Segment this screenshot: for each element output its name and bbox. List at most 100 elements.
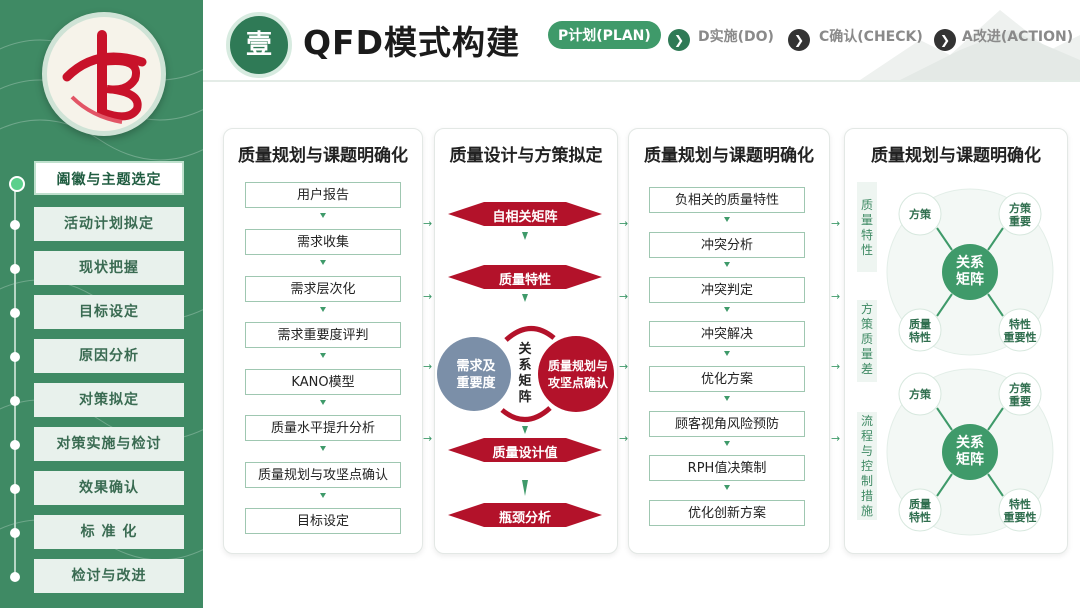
timeline-dot: [10, 220, 20, 230]
step-box: 负相关的质量特性: [649, 187, 805, 213]
arrow-down-icon: [320, 400, 326, 405]
page-title: QFD模式构建: [303, 23, 520, 62]
arrow-right-icon: →: [619, 290, 629, 303]
diamond-label: 质量特性: [498, 273, 551, 288]
matrix-label-bottom-left: 质量 特性: [909, 318, 931, 344]
arrow-right-icon: →: [423, 290, 433, 303]
sidebar-item-implementation[interactable]: 对策实施与检讨: [34, 427, 184, 461]
sidebar-item-effect[interactable]: 效果确认: [34, 471, 184, 505]
sidebar-item-emblem-theme[interactable]: 阖徽与主题选定: [34, 161, 184, 195]
side-label-gap: 方策质量差: [860, 302, 873, 376]
timeline-dot: [10, 396, 20, 406]
diamond-label: 自相关矩阵: [492, 210, 558, 225]
sidebar-item-review[interactable]: 检讨与改进: [34, 559, 184, 593]
timeline-dot: [10, 440, 20, 450]
arrow-down-icon: [320, 213, 326, 218]
step-box: 质量规划与攻坚点确认: [245, 462, 401, 488]
card-title: 质量设计与方策拟定: [449, 146, 603, 166]
arrow-right-icon: →: [619, 432, 629, 445]
chevron-right-icon: ❯: [788, 29, 810, 51]
sidebar-item-cause[interactable]: 原因分析: [34, 339, 184, 373]
diamond-label: 质量设计值: [492, 446, 558, 461]
cycle-right-label: 质量规划与 攻坚点确认: [547, 359, 608, 390]
matrix-center-label: 关系 矩阵: [956, 435, 984, 468]
sidebar-item-standardize[interactable]: 标 准 化: [34, 515, 184, 549]
side-label-bg: [857, 300, 877, 382]
sidebar-item-target[interactable]: 目标设定: [34, 295, 184, 329]
arrow-right-icon: →: [831, 432, 841, 445]
arrow-down-icon: [522, 426, 528, 434]
cycle-arrow-icon: [500, 406, 552, 422]
matrix-label-top-left: 方策: [909, 388, 931, 401]
cycle-arrow-icon: [504, 326, 556, 342]
matrix-label-top-left: 方策: [909, 208, 931, 221]
arrow-down-icon: [320, 353, 326, 358]
sidebar-item-plan[interactable]: 活动计划拟定: [34, 207, 184, 241]
side-label-bg: [857, 412, 877, 520]
arrow-right-icon: →: [831, 290, 841, 303]
arrow-right-icon: →: [619, 360, 629, 373]
step-box: 需求收集: [245, 229, 401, 255]
timeline-dot: [10, 528, 20, 538]
mountain-decoration: [860, 10, 1080, 80]
arrow-right-icon: →: [423, 217, 433, 230]
arrow-down-icon: [724, 307, 730, 312]
arrow-down-icon: [724, 396, 730, 401]
arrow-right-icon: →: [423, 432, 433, 445]
stage-action[interactable]: A改进(ACTION): [962, 29, 1074, 45]
step-box: 需求层次化: [245, 276, 401, 302]
stage-plan[interactable]: P计划(PLAN): [548, 21, 661, 49]
step-box: 目标设定: [245, 508, 401, 534]
step-box: 质量水平提升分析: [245, 415, 401, 441]
step-box: RPH值决策制: [649, 455, 805, 481]
planning-circle: [538, 336, 614, 412]
chevron-right-icon: ❯: [668, 29, 690, 51]
arrow-down-icon: [320, 260, 326, 265]
stage-check[interactable]: C确认(CHECK): [819, 29, 923, 45]
diamond-shape: [448, 265, 602, 289]
arrow-down-icon: [320, 446, 326, 451]
cycle-left-label: 需求及 重要度: [456, 359, 496, 391]
step-box: 用户报告: [245, 182, 401, 208]
step-box: 优化创新方案: [649, 500, 805, 526]
arrow-right-icon: →: [831, 360, 841, 373]
arrow-down-icon: [522, 294, 528, 302]
header-divider: [203, 80, 1080, 82]
stage-do[interactable]: D实施(DO): [698, 29, 774, 45]
arrow-down-icon: [320, 307, 326, 312]
diamond-shape: [448, 202, 602, 226]
matrix-label-bottom-left: 质量 特性: [909, 498, 931, 524]
timeline-line: [14, 180, 16, 576]
step-box: 冲突解决: [649, 321, 805, 347]
relation-matrix-graphic: [886, 188, 1054, 536]
arrow-down-icon: [724, 485, 730, 490]
step-box: 需求重要度评判: [245, 322, 401, 348]
card-title: 质量规划与课题明确化: [871, 146, 1041, 166]
arrow-down-icon: [724, 262, 730, 267]
sidebar-item-countermeasure[interactable]: 对策拟定: [34, 383, 184, 417]
arrow-down-icon: [522, 232, 528, 240]
step-box: KANO模型: [245, 369, 401, 395]
design-flow-graphic: [437, 202, 614, 527]
arrow-down-icon: [724, 441, 730, 446]
step-box: 顾客视角风险预防: [649, 411, 805, 437]
diamond-shape: [448, 503, 602, 527]
step-box: 优化方案: [649, 366, 805, 392]
timeline-dot: [10, 264, 20, 274]
diamond-shape: [448, 438, 602, 462]
diamond-label: 瓶颈分析: [498, 511, 551, 526]
matrix-label-top-right: 方策 重要: [1009, 202, 1031, 228]
timeline-dot: [10, 308, 20, 318]
side-label-quality: 质量特性: [860, 198, 873, 257]
cycle-middle-label: 关系矩阵: [518, 342, 532, 405]
sidebar-item-status[interactable]: 现状把握: [34, 251, 184, 285]
step-box: 冲突判定: [649, 277, 805, 303]
step-box: 冲突分析: [649, 232, 805, 258]
timeline-dot: [10, 572, 20, 582]
chevron-right-icon: ❯: [934, 29, 956, 51]
side-label-bg: [857, 182, 877, 272]
needs-circle: [437, 337, 511, 411]
matrix-label-bottom-right: 特性 重要性: [1003, 318, 1037, 344]
card-title: 质量规划与课题明确化: [238, 146, 408, 166]
timeline-dot: [10, 484, 20, 494]
